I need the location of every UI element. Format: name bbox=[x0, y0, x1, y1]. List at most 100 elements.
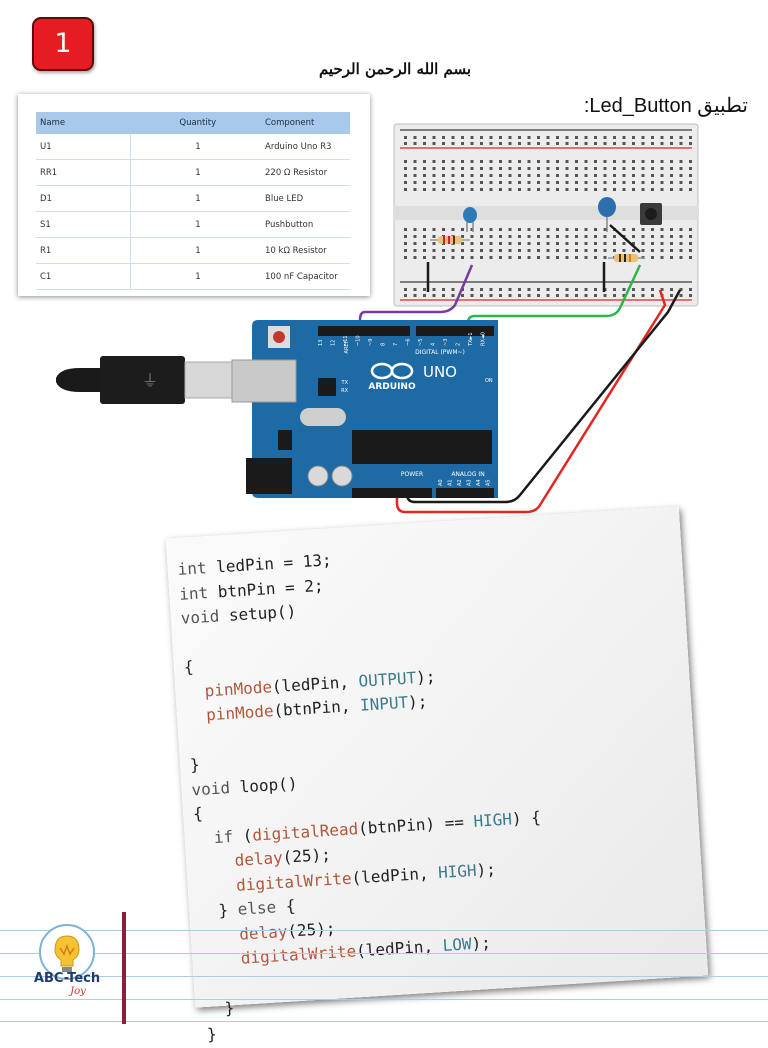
breadboard-hole bbox=[442, 136, 445, 139]
breadboard-hole bbox=[461, 160, 464, 163]
breadboard-hole bbox=[660, 174, 664, 177]
pushbutton bbox=[640, 203, 662, 225]
breadboard-hole bbox=[461, 174, 464, 177]
breadboard-hole bbox=[632, 242, 635, 245]
breadboard-hole bbox=[575, 181, 578, 184]
breadboard-hole bbox=[641, 288, 645, 291]
breadboard-hole bbox=[584, 294, 588, 297]
breadboard-hole bbox=[413, 181, 417, 184]
breadboard-hole bbox=[546, 160, 550, 163]
breadboard-hole bbox=[546, 181, 550, 184]
breadboard-hole bbox=[527, 235, 531, 238]
breadboard-hole bbox=[679, 228, 683, 231]
breadboard-hole bbox=[603, 249, 607, 252]
breadboard-hole bbox=[518, 235, 521, 238]
breadboard-hole bbox=[565, 142, 569, 145]
breadboard-hole bbox=[470, 288, 474, 291]
column-header-name: Name bbox=[36, 112, 131, 134]
breadboard-hole bbox=[489, 242, 493, 245]
breadboard-hole bbox=[679, 288, 683, 291]
code-listing: int ledPin = 13;int btnPin = 2;void setu… bbox=[177, 536, 554, 1047]
code-token: } bbox=[206, 1023, 218, 1044]
blue-led bbox=[463, 207, 477, 232]
breadboard-hole bbox=[442, 188, 445, 191]
breadboard-hole bbox=[679, 235, 683, 238]
breadboard-hole bbox=[461, 228, 464, 231]
breadboard-hole bbox=[537, 181, 540, 184]
breadboard-hole bbox=[594, 242, 597, 245]
breadboard-hole bbox=[689, 288, 692, 291]
breadboard-hole bbox=[603, 160, 607, 163]
breadboard-hole bbox=[470, 160, 474, 163]
breadboard-hole bbox=[508, 294, 512, 297]
breadboard-hole bbox=[432, 249, 436, 252]
breadboard-hole bbox=[499, 181, 502, 184]
cell-component: Blue LED bbox=[261, 185, 350, 212]
breadboard-hole bbox=[404, 181, 407, 184]
code-token: { bbox=[192, 803, 204, 824]
breadboard-hole bbox=[546, 167, 550, 170]
breadboard-hole bbox=[660, 249, 664, 252]
breadboard-hole bbox=[679, 181, 683, 184]
breadboard-hole bbox=[461, 181, 464, 184]
breadboard-hole bbox=[404, 242, 407, 245]
cell-name: RR1 bbox=[36, 159, 131, 186]
resistor-10k bbox=[608, 254, 645, 262]
breadboard-hole bbox=[480, 256, 483, 259]
code-token: pinMode bbox=[204, 676, 273, 700]
cell-quantity: 1 bbox=[130, 134, 261, 160]
breadboard-hole bbox=[499, 142, 502, 145]
breadboard-hole bbox=[508, 142, 512, 145]
logo-text-main: ABC-Tech bbox=[34, 971, 100, 986]
breadboard-hole bbox=[575, 294, 578, 297]
breadboard-hole bbox=[584, 142, 588, 145]
breadboard-hole bbox=[679, 242, 683, 245]
logo-text-sub: Joy bbox=[68, 986, 86, 997]
breadboard-hole bbox=[423, 160, 426, 163]
breadboard-hole bbox=[575, 242, 578, 245]
breadboard-hole bbox=[537, 256, 540, 259]
breadboard-hole bbox=[442, 181, 445, 184]
breadboard-hole bbox=[689, 294, 692, 297]
breadboard-hole bbox=[432, 160, 436, 163]
breadboard-hole bbox=[508, 174, 512, 177]
breadboard-hole bbox=[670, 174, 673, 177]
breadboard-hole bbox=[546, 256, 550, 259]
breadboard-hole bbox=[404, 136, 407, 139]
code-token: ); bbox=[407, 691, 428, 712]
breadboard-hole bbox=[651, 242, 654, 245]
breadboard-hole bbox=[689, 136, 692, 139]
cell-name: S1 bbox=[36, 211, 131, 238]
breadboard-hole bbox=[679, 167, 683, 170]
breadboard-hole bbox=[565, 181, 569, 184]
breadboard-hole bbox=[660, 235, 664, 238]
breadboard-hole bbox=[480, 142, 483, 145]
breadboard-hole bbox=[660, 142, 664, 145]
breadboard-hole bbox=[451, 228, 455, 231]
breadboard-hole bbox=[432, 136, 436, 139]
breadboard-hole bbox=[603, 235, 607, 238]
breadboard-hole bbox=[679, 256, 683, 259]
breadboard-hole bbox=[518, 174, 521, 177]
code-token: pinMode bbox=[205, 701, 275, 725]
breadboard-hole bbox=[670, 136, 673, 139]
breadboard-hole bbox=[594, 228, 597, 231]
breadboard-hole bbox=[518, 249, 521, 252]
code-token: (btnPin, bbox=[272, 695, 361, 721]
breadboard-hole bbox=[670, 249, 673, 252]
breadboard-hole bbox=[451, 288, 455, 291]
breadboard-hole bbox=[651, 256, 654, 259]
breadboard-hole bbox=[613, 288, 616, 291]
table-header-row: Name Quantity Component bbox=[36, 112, 350, 134]
breadboard-hole bbox=[442, 174, 445, 177]
breadboard-hole bbox=[518, 167, 521, 170]
code-token: } bbox=[189, 754, 201, 775]
breadboard-hole bbox=[546, 142, 550, 145]
code-token: } bbox=[198, 899, 239, 922]
breadboard-hole bbox=[556, 228, 559, 231]
breadboard-hole bbox=[594, 167, 597, 170]
breadboard-hole bbox=[508, 160, 512, 163]
breadboard-hole bbox=[480, 294, 483, 297]
breadboard-hole bbox=[489, 136, 493, 139]
